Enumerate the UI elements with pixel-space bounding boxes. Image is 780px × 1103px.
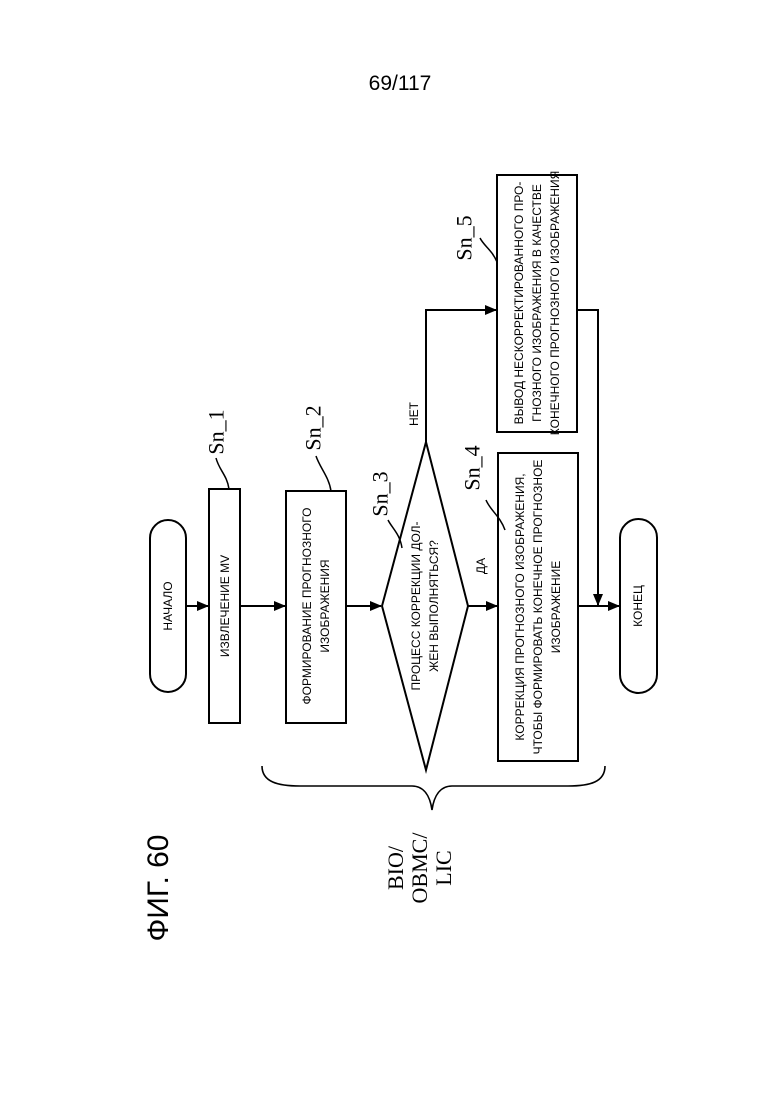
- sn5-tag: Sn_5: [452, 215, 477, 260]
- sn4-tag: Sn_4: [460, 445, 485, 490]
- sn5-line-1: ВЫВОД НЕСКОРРЕКТИРОВАННОГО ПРО-: [512, 182, 526, 425]
- figure-label: ФИГ. 60: [142, 835, 175, 942]
- page-number: 69/117: [369, 72, 432, 95]
- sn2-leader: [316, 456, 331, 491]
- group-label: BIO/ OBMC/ LIC: [383, 832, 456, 904]
- sn2-box: [286, 491, 346, 723]
- sn2-line-1: ФОРМИРОВАНИЕ ПРОГНОЗНОГО: [300, 508, 314, 705]
- branch-yes-label: ДА: [474, 558, 488, 574]
- sn3-line-2: ЖЕН ВЫПОЛНЯТЬСЯ?: [427, 540, 441, 672]
- sn5-line-2: ГНОЗНОГО ИЗОБРАЖЕНИЯ В КАЧЕСТВЕ: [530, 184, 544, 422]
- sn4-line-1: КОРРЕКЦИЯ ПРОГНОЗНОГО ИЗОБРАЖЕНИЯ,: [513, 473, 527, 740]
- sn1-leader: [216, 458, 229, 489]
- sn5-text: ВЫВОД НЕСКОРРЕКТИРОВАННОГО ПРО- ГНОЗНОГО…: [512, 171, 562, 435]
- sn4-line-2: ЧТОБЫ ФОРМИРОВАТЬ КОНЕЧНОЕ ПРОГНОЗНОЕ: [531, 460, 545, 755]
- sn4-line-3: ИЗОБРАЖЕНИЕ: [549, 561, 563, 654]
- sn2-tag: Sn_2: [301, 405, 326, 450]
- group-label-line-3: LIC: [431, 850, 456, 885]
- sn3-line-1: ПРОЦЕСС КОРРЕКЦИИ ДОЛ-: [409, 521, 423, 690]
- sn1-label: ИЗВЛЕЧЕНИЕ MV: [218, 555, 232, 657]
- branch-no-label: НЕТ: [407, 401, 421, 426]
- group-label-line-1: BIO/: [383, 845, 408, 890]
- sn3-tag: Sn_3: [368, 471, 393, 516]
- sn1-tag: Sn_1: [204, 409, 229, 454]
- sn2-line-2: ИЗОБРАЖЕНИЯ: [318, 559, 332, 652]
- start-label: НАЧАЛО: [161, 581, 175, 630]
- sn5-line-3: КОНЕЧНОГО ПРОГНОЗНОГО ИЗОБРАЖЕНИЯ: [548, 171, 562, 435]
- group-brace: [262, 766, 605, 810]
- sn3-decision: [382, 442, 468, 770]
- arrow-no-to-sn5: [426, 310, 496, 442]
- group-label-line-2: OBMC/: [407, 832, 432, 904]
- sn5-leader: [480, 238, 497, 262]
- end-label: КОНЕЦ: [631, 585, 645, 627]
- arrow-sn5-to-end: [577, 310, 598, 605]
